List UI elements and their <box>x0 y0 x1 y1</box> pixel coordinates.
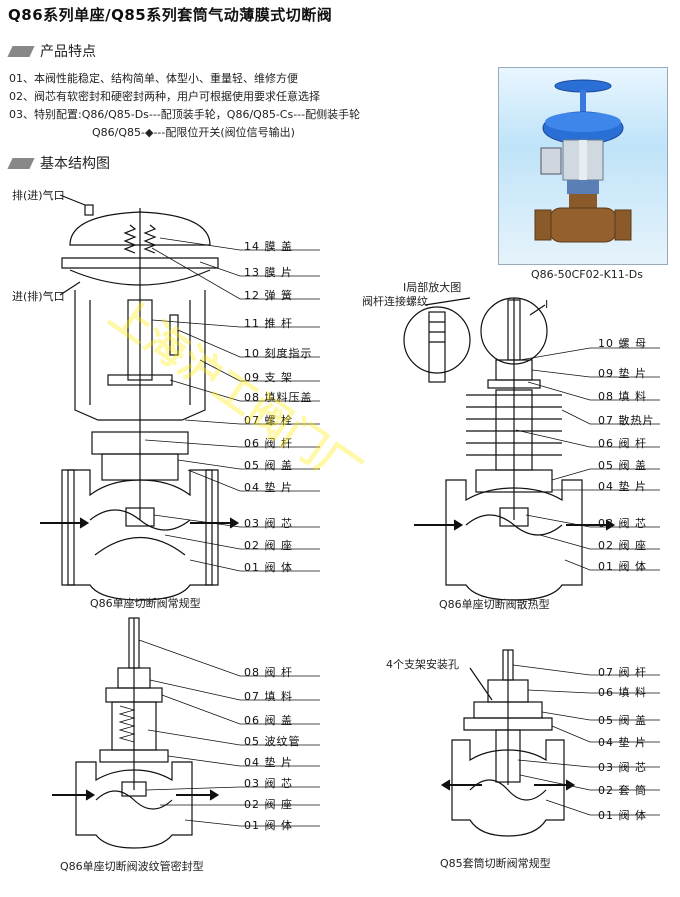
diagram3-part: 08 阀 杆 <box>244 666 293 679</box>
structure-heading: 基本结构图 <box>7 153 110 173</box>
valve-photo-illustration <box>534 79 632 243</box>
diagram3-part: 07 填 料 <box>244 690 293 703</box>
diagram1-part: 07 螺 栓 <box>244 414 293 427</box>
product-photo <box>498 67 668 265</box>
diagram2-part: 02 阀 座 <box>598 539 647 552</box>
diagram2-part: 10 螺 母 <box>598 337 647 350</box>
diagram1-caption: Q86单座切断阀常规型 <box>90 597 201 610</box>
diagram2-part: 04 垫 片 <box>598 480 647 493</box>
diagram1-part: 14 膜 盖 <box>244 240 293 253</box>
diagram4-part: 07 阀 杆 <box>598 666 647 679</box>
diagram2-part: 09 垫 片 <box>598 367 647 380</box>
diagram2-part: 03 阀 芯 <box>598 517 647 530</box>
diagram2-part: 01 阀 体 <box>598 560 647 573</box>
diagram2-leaders <box>515 347 660 571</box>
feature-line: 02、阀芯有软密封和硬密封两种，用户可根据使用要求任意选择 <box>9 90 320 103</box>
feature-line: Q86/Q85-◆---配限位开关(阀位信号输出) <box>92 126 295 139</box>
diagram1-port-top: 排(进)气口 <box>12 189 65 202</box>
diagram4-part: 05 阀 盖 <box>598 714 647 727</box>
diagram4-part: 04 垫 片 <box>598 736 647 749</box>
diagram2-detail-label: I局部放大图 <box>403 281 462 294</box>
diagram3-part: 02 阀 座 <box>244 798 293 811</box>
diagram3-caption: Q86单座切断阀波纹管密封型 <box>60 860 204 873</box>
diagram1-leaders <box>144 237 320 572</box>
diagram1-port-bottom: 进(排)气口 <box>12 290 65 303</box>
diagram2-marker: I <box>545 298 549 311</box>
diagram4-part: 06 填 料 <box>598 686 647 699</box>
diagram4-part: 01 阀 体 <box>598 809 647 822</box>
diagram1-part: 04 垫 片 <box>244 481 293 494</box>
page-title: Q86系列单座/Q85系列套筒气动薄膜式切断阀 <box>8 6 333 24</box>
diagram2-part: 08 填 料 <box>598 390 647 403</box>
diagram4-part: 02 套 筒 <box>598 784 647 797</box>
diagram2-caption: Q86单座切断阀散热型 <box>439 598 550 611</box>
features-heading: 产品特点 <box>7 41 96 61</box>
diagram1-part: 01 阀 体 <box>244 561 293 574</box>
feature-line: 01、本阀性能稳定、结构简单、体型小、重量轻、维修方便 <box>9 72 298 85</box>
diagram1-part: 05 阀 盖 <box>244 459 293 472</box>
feature-line: 03、特别配置:Q86/Q85-Ds---配顶装手轮，Q86/Q85-Cs---… <box>9 108 361 121</box>
diagram2-part: 05 阀 盖 <box>598 459 647 472</box>
diagram2-part: 07 散热片 <box>598 414 655 427</box>
diagram3-part: 03 阀 芯 <box>244 777 293 790</box>
diagram3-drawing <box>52 617 220 849</box>
diagram2-drawing <box>403 297 616 601</box>
diagram4-caption: Q85套筒切断阀常规型 <box>440 857 551 870</box>
diagram1-drawing <box>40 194 240 601</box>
diagram4-leaders <box>512 664 660 816</box>
diagram1-part: 10 刻度指示 <box>244 347 313 360</box>
diagram4-holes-label: 4个支架安装孔 <box>386 658 459 671</box>
diagram2-thread-label: 阀杆连接螺纹 <box>362 295 428 308</box>
diagram1-part: 03 阀 芯 <box>244 517 293 530</box>
diagram1-part: 02 阀 座 <box>244 539 293 552</box>
diagram4-part: 03 阀 芯 <box>598 761 647 774</box>
diagram3-part: 01 阀 体 <box>244 819 293 832</box>
diagram3-part: 05 波纹管 <box>244 735 301 748</box>
diagram3-part: 04 垫 片 <box>244 756 293 769</box>
diagram1-part: 13 膜 片 <box>244 266 293 279</box>
diagram1-part: 12 弹 簧 <box>244 289 293 302</box>
diagram1-part: 06 阀 杆 <box>244 437 293 450</box>
diagram4-drawing <box>440 649 576 837</box>
diagram1-part: 08 填料压盖 <box>244 391 313 404</box>
photo-caption: Q86-50CF02-K11-Ds <box>531 268 643 281</box>
diagram1-part: 11 推 杆 <box>244 317 293 330</box>
diagram3-leaders <box>138 639 320 827</box>
diagram1-part: 09 支 架 <box>244 371 293 384</box>
diagram2-part: 06 阀 杆 <box>598 437 647 450</box>
diagram3-part: 06 阀 盖 <box>244 714 293 727</box>
